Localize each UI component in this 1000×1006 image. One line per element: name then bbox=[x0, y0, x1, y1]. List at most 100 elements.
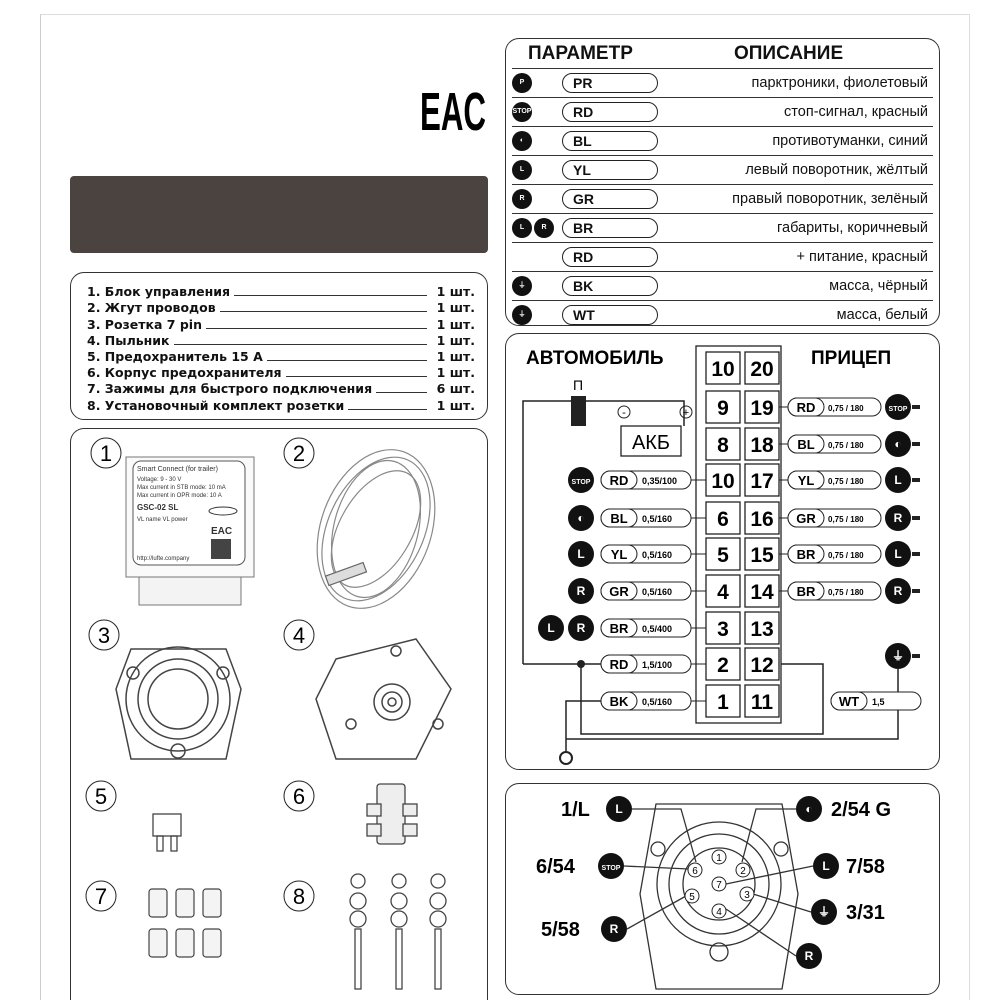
terminal-pin-left: 5 bbox=[717, 544, 729, 567]
row-divider bbox=[512, 300, 933, 301]
terminal-pin-left: 9 bbox=[717, 397, 729, 420]
part-name: 7. Зажимы для быстрого подключения bbox=[87, 381, 373, 397]
row-divider bbox=[512, 126, 933, 127]
left-turn-icon: L bbox=[577, 547, 584, 561]
socket-body bbox=[623, 803, 814, 990]
param-icons: P bbox=[512, 73, 558, 93]
number-1: 1 bbox=[100, 441, 112, 466]
terminal-pin-left: 6 bbox=[717, 508, 729, 531]
terminal-pin-box bbox=[705, 574, 741, 608]
socket-pin: 4 bbox=[716, 907, 722, 918]
connector-tab bbox=[912, 516, 920, 520]
mounting-kit-drawing bbox=[349, 873, 447, 990]
parking-sensor-icon: P bbox=[512, 73, 532, 93]
part-name: 3. Розетка 7 pin bbox=[87, 316, 202, 332]
part-name: 4. Пыльник bbox=[87, 332, 170, 348]
left-turn-icon: L bbox=[615, 802, 622, 816]
fuse-drawing bbox=[152, 813, 182, 852]
leader-line bbox=[376, 392, 427, 394]
trailer-wire-code: BR bbox=[797, 547, 816, 562]
components-panel: 1 2 3 4 5 6 7 8 Smart Connect (for trail… bbox=[70, 428, 488, 1000]
param-icons: L bbox=[512, 160, 558, 180]
terminal-pin-right: 14 bbox=[750, 581, 774, 604]
param-row: ◐ BL противотуманки, синий bbox=[512, 128, 932, 154]
wire-code: GR bbox=[562, 189, 658, 209]
components-drawing: 1 2 3 4 5 6 7 8 Smart Connect (for trail… bbox=[85, 437, 452, 990]
terminal-pin-left: 8 bbox=[717, 434, 729, 457]
socket-pin: 2 bbox=[740, 866, 746, 877]
socket-pin: 7 bbox=[716, 880, 722, 891]
terminal-pin-left: 10 bbox=[711, 470, 734, 493]
socket-pin: 5 bbox=[689, 892, 695, 903]
car-wire-code-pill bbox=[600, 618, 638, 638]
connector-tab bbox=[912, 589, 920, 593]
car-wire-code-pill bbox=[600, 654, 638, 674]
trailer-wire-spec: 0,75 / 180 bbox=[828, 404, 864, 413]
trailer-wire-spec: 0,75 / 180 bbox=[828, 515, 864, 524]
param-icons: STOP bbox=[512, 102, 558, 122]
param-desc: габариты, коричневый bbox=[777, 220, 928, 236]
terminal-pin-left: 3 bbox=[717, 618, 729, 641]
left-turn-icon: L bbox=[547, 621, 554, 635]
car-wire-code-pill bbox=[600, 508, 638, 528]
plus-terminal bbox=[679, 405, 693, 419]
fog-light-icon: ◐ bbox=[512, 131, 532, 151]
left-turn-icon-badge bbox=[538, 615, 564, 641]
header-desc: ОПИСАНИЕ bbox=[734, 43, 844, 64]
part-qty: 1 шт. bbox=[436, 397, 475, 413]
ground-wire-code-pill bbox=[830, 691, 868, 711]
plus-sign: + bbox=[683, 407, 689, 419]
leader-line bbox=[205, 327, 427, 329]
left-turn-icon: L bbox=[512, 218, 532, 238]
ground-wire-spec: 1,5 bbox=[872, 697, 885, 707]
pin-label-p2: 2/54 G bbox=[831, 799, 891, 821]
wire-code: WT bbox=[562, 305, 658, 325]
header-param: ПАРАМЕТР bbox=[528, 43, 633, 64]
fog-light-icon-badge bbox=[796, 796, 822, 822]
pin-label-p6: 6/54 bbox=[536, 856, 576, 878]
param-desc: противотуманки, синий bbox=[772, 133, 928, 149]
car-wire-code: BL bbox=[610, 511, 627, 526]
terminal-pin-box bbox=[705, 351, 741, 385]
terminal-pin-box bbox=[705, 463, 741, 497]
terminal-pin-box bbox=[705, 390, 741, 424]
param-icons: R bbox=[512, 189, 558, 209]
terminal-pin-right: 19 bbox=[750, 397, 773, 420]
param-icons: ⏚ bbox=[512, 305, 558, 325]
terminal-pin-right: 16 bbox=[750, 508, 773, 531]
row-divider bbox=[512, 184, 933, 185]
connector-tab bbox=[912, 552, 920, 556]
part-qty: 1 шт. bbox=[436, 348, 475, 364]
terminal-pin-right: 20 bbox=[750, 358, 773, 381]
number-4: 4 bbox=[293, 623, 305, 648]
car-wire-code: BR bbox=[610, 621, 629, 636]
unit-label-opr: Max current in OPR mode: 10 A bbox=[137, 493, 222, 499]
part-qty: 6 шт. bbox=[436, 381, 475, 397]
ground-icon: ⏚ bbox=[818, 905, 830, 919]
wire-code: RD bbox=[562, 102, 658, 122]
fog-light-icon: ◐ bbox=[805, 802, 812, 816]
param-row: RD+ питание, красный bbox=[512, 244, 932, 270]
car-wire-code: YL bbox=[611, 547, 628, 562]
connector-tab bbox=[912, 478, 920, 482]
unit-label-model: GSC-02 SL bbox=[137, 503, 178, 512]
part-name: 5. Предохранитель 15 A bbox=[87, 348, 263, 364]
part-qty: 1 шт. bbox=[436, 284, 475, 300]
right-turn-icon: R bbox=[805, 949, 814, 963]
row-divider bbox=[512, 155, 933, 156]
part-qty: 1 шт. bbox=[436, 300, 475, 316]
unit-label-title: Smart Connect (for trailer) bbox=[137, 466, 218, 473]
left-turn-icon: L bbox=[512, 160, 532, 180]
right-turn-icon-badge bbox=[885, 578, 911, 604]
fog-light-icon-badge bbox=[885, 431, 911, 457]
terminal-pin-box bbox=[705, 684, 741, 718]
wire-code: BL bbox=[562, 131, 658, 151]
row-divider bbox=[512, 242, 933, 243]
